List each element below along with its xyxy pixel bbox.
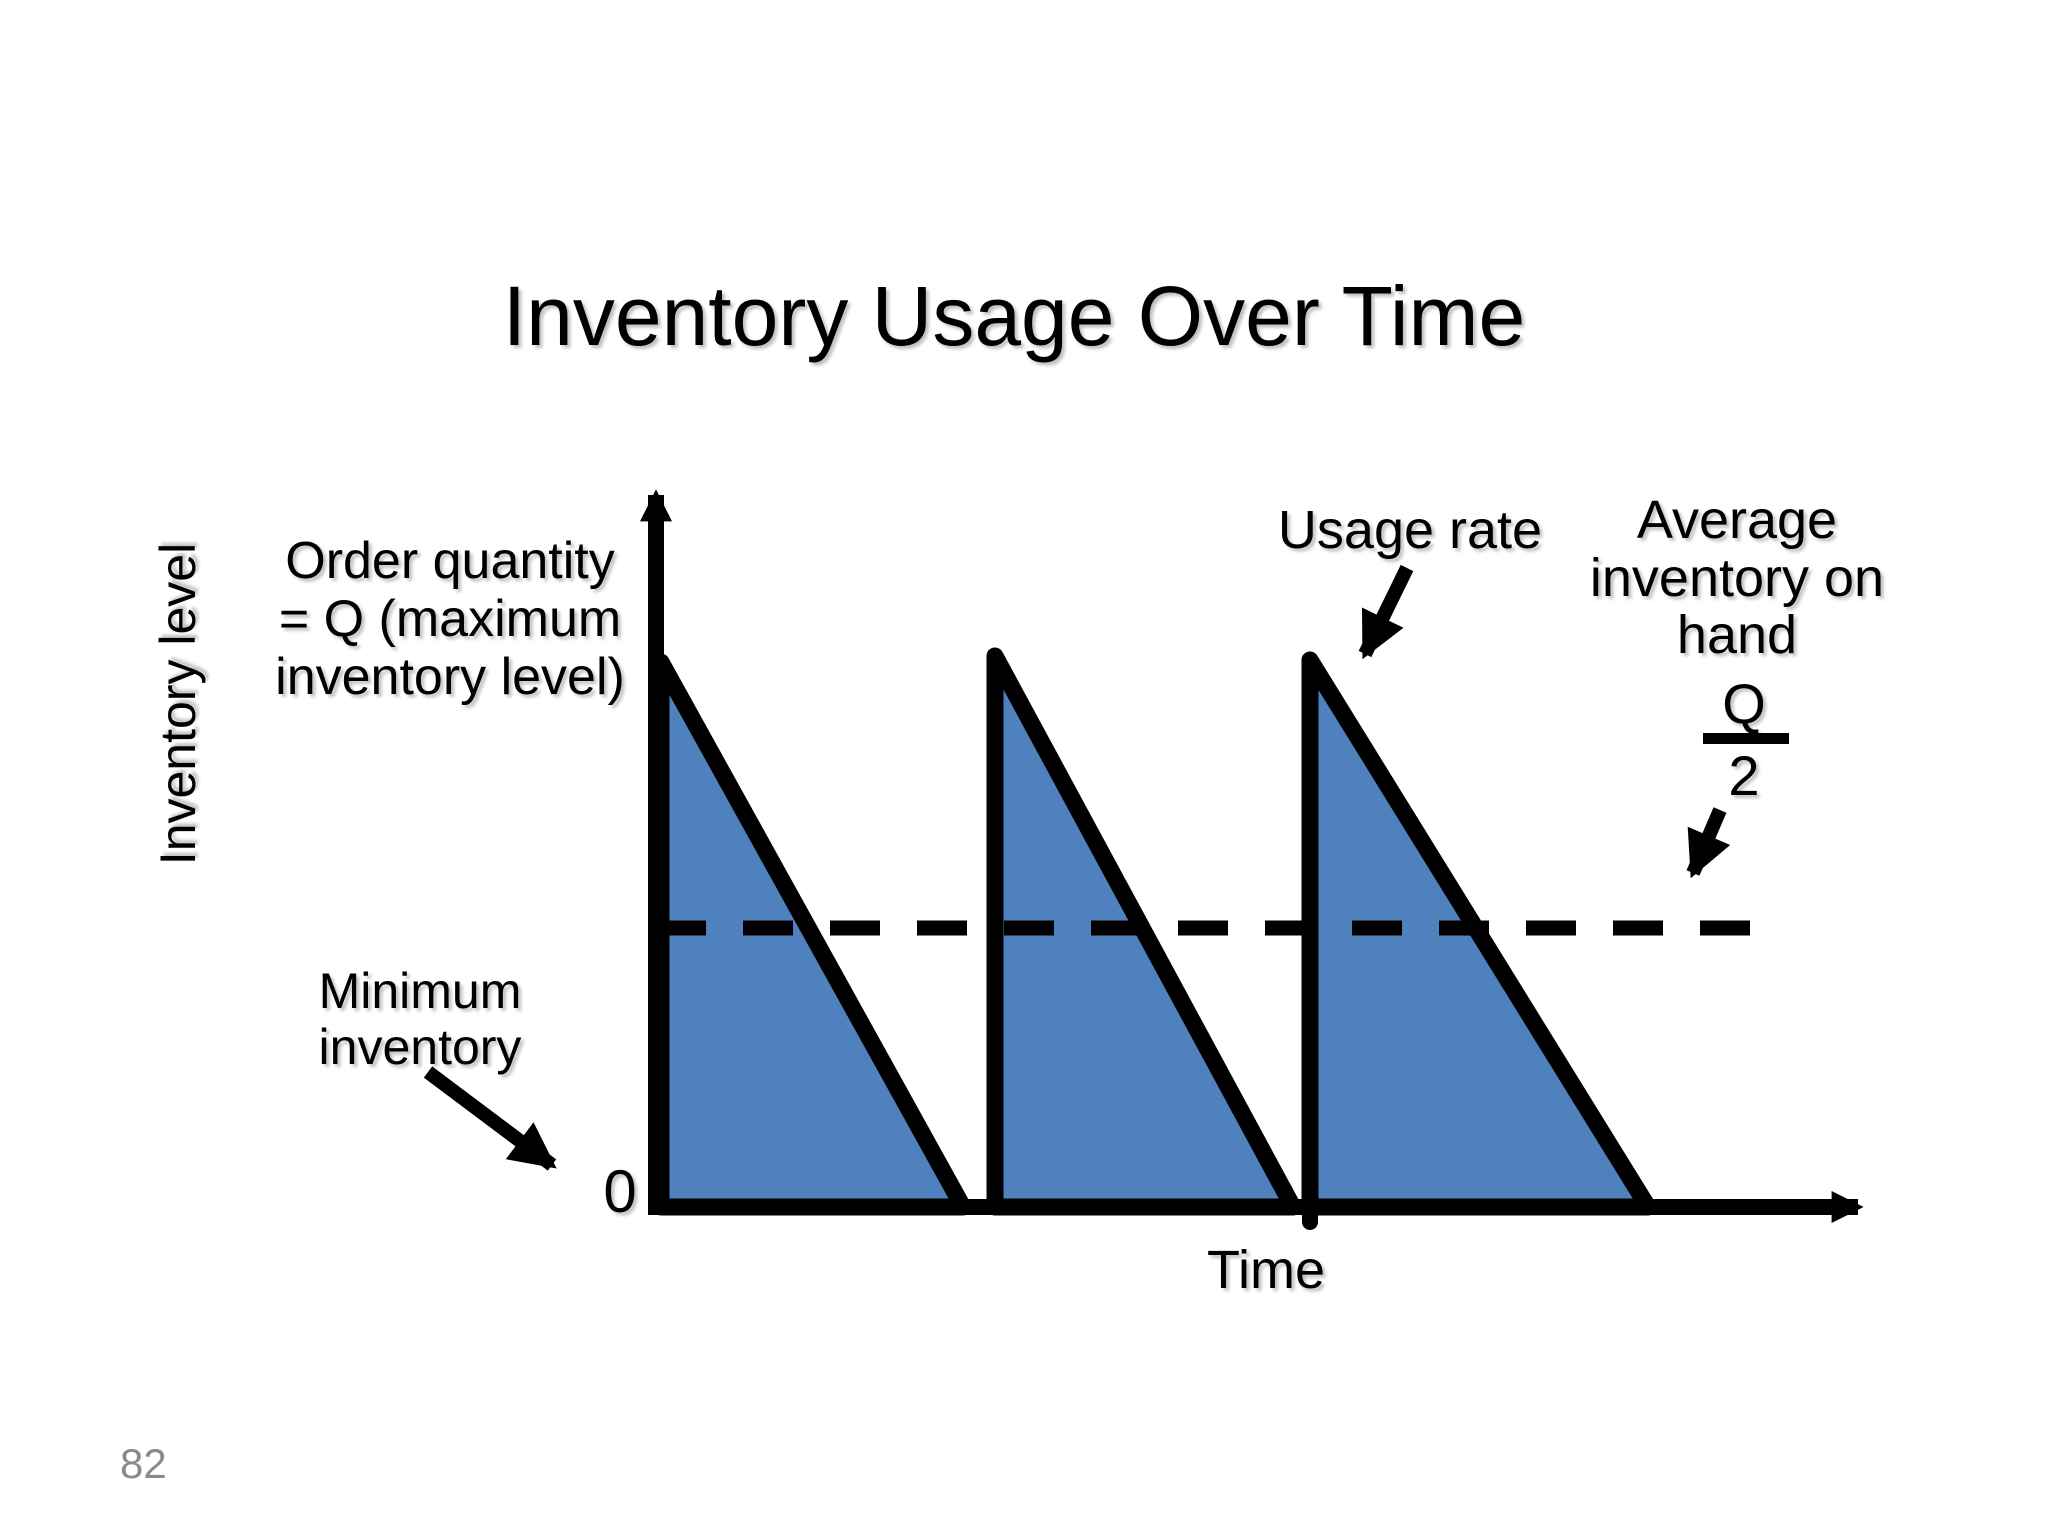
x-axis-label: Time <box>1207 1240 1325 1300</box>
minimum-inventory-label: Minimum inventory <box>319 963 522 1075</box>
y-axis-label: Inventory level <box>150 543 206 865</box>
order-quantity-line-1: Order quantity <box>285 532 615 590</box>
usage-rate-arrow <box>1358 564 1414 660</box>
slide-title: Inventory Usage Over Time <box>503 269 1525 363</box>
average-inventory-line-1: Average <box>1637 490 1837 550</box>
q-over-2-fraction: Q 2 <box>1703 672 1789 807</box>
fraction-numerator: Q <box>1722 672 1766 735</box>
average-inventory-line-2: inventory on <box>1590 548 1884 608</box>
fraction-denominator: 2 <box>1728 744 1759 807</box>
page-number: 82 <box>120 1440 167 1487</box>
minimum-inventory-line-1: Minimum <box>319 963 522 1019</box>
origin-zero-label: 0 <box>603 1158 636 1225</box>
minimum-inventory-line-2: inventory <box>319 1019 522 1075</box>
minimum-inventory-arrow <box>423 1066 557 1171</box>
usage-rate-label: Usage rate <box>1278 500 1542 560</box>
order-quantity-line-2: = Q (maximum <box>279 590 621 648</box>
order-quantity-line-3: inventory level) <box>275 648 625 706</box>
average-inventory-arrow <box>1686 807 1731 879</box>
average-inventory-label: Average inventory on hand <box>1590 490 1884 665</box>
fraction-bar <box>1703 733 1789 744</box>
order-quantity-label: Order quantity = Q (maximum inventory le… <box>275 532 625 706</box>
average-inventory-line-3: hand <box>1677 605 1797 665</box>
